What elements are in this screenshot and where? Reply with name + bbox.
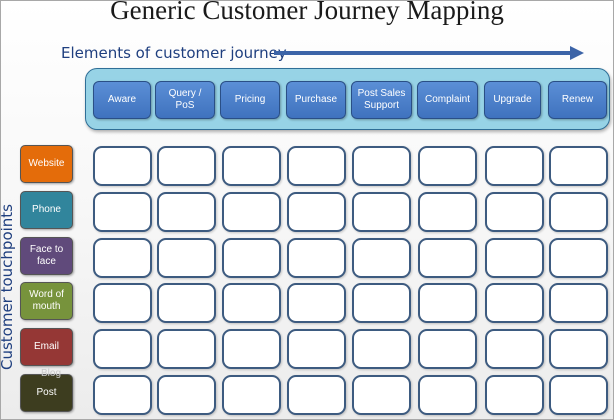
touchpoints-heading-text: Customer touchpoints [0, 203, 16, 371]
grid-cell [418, 146, 477, 186]
elements-heading: Elements of customer journey [61, 44, 287, 62]
touchpoint-3: Word of mouth [20, 282, 73, 320]
grid-cell [549, 238, 608, 278]
grid-cell [549, 192, 608, 232]
grid-cell [549, 283, 608, 323]
grid-cell [485, 283, 544, 323]
journey-direction-arrow [274, 46, 584, 60]
grid-cell [93, 238, 152, 278]
grid-cell [352, 238, 411, 278]
grid-cell [287, 375, 346, 415]
touchpoint-2: Face to face [20, 237, 73, 275]
grid-cell [287, 192, 346, 232]
grid-cell [352, 192, 411, 232]
grid-cell [93, 283, 152, 323]
grid-cell [287, 329, 346, 369]
stage-7: Renew [548, 81, 607, 119]
stage-4: Post Sales Support [351, 81, 412, 119]
grid-cell [93, 192, 152, 232]
grid-cell [157, 375, 216, 415]
grid-cell [222, 238, 281, 278]
grid-cell [222, 283, 281, 323]
grid-cell [418, 375, 477, 415]
grid-cell [485, 192, 544, 232]
stage-1: Query / PoS [155, 81, 215, 119]
grid-cell [418, 192, 477, 232]
stage-6: Upgrade [484, 81, 541, 119]
grid-cell [287, 146, 346, 186]
stage-2: Pricing [220, 81, 280, 119]
grid-cell [93, 375, 152, 415]
stage-5: Complaint [417, 81, 478, 119]
touchpoint-1: Phone [20, 191, 73, 229]
grid-cell [549, 146, 608, 186]
faint-overlay-text: Blog [41, 368, 62, 379]
grid-cell [352, 146, 411, 186]
grid-cell [485, 238, 544, 278]
grid-cell [418, 329, 477, 369]
grid-cell [93, 329, 152, 369]
grid-cell [352, 329, 411, 369]
grid-cell [222, 329, 281, 369]
grid-cell [418, 238, 477, 278]
grid-cell [485, 146, 544, 186]
grid-cell [222, 146, 281, 186]
grid-cell [352, 283, 411, 323]
page-title: Generic Customer Journey Mapping [110, 0, 504, 25]
touchpoint-5: Post [20, 374, 73, 412]
grid-cell [157, 283, 216, 323]
grid-cell [222, 375, 281, 415]
grid-cell [157, 329, 216, 369]
stage-3: Purchase [286, 81, 346, 119]
touchpoint-0: Website [20, 145, 73, 183]
grid-cell [418, 283, 477, 323]
grid-cell [222, 192, 281, 232]
grid-cell [157, 192, 216, 232]
grid-cell [549, 375, 608, 415]
grid-cell [485, 329, 544, 369]
grid-cell [93, 146, 152, 186]
grid-cell [157, 146, 216, 186]
touchpoint-4: Email [20, 328, 73, 366]
grid-cell [287, 283, 346, 323]
grid-cell [287, 238, 346, 278]
grid-cell [157, 238, 216, 278]
grid-cell [352, 375, 411, 415]
grid-cell [549, 329, 608, 369]
grid-cell [485, 375, 544, 415]
stage-0: Aware [93, 81, 151, 119]
